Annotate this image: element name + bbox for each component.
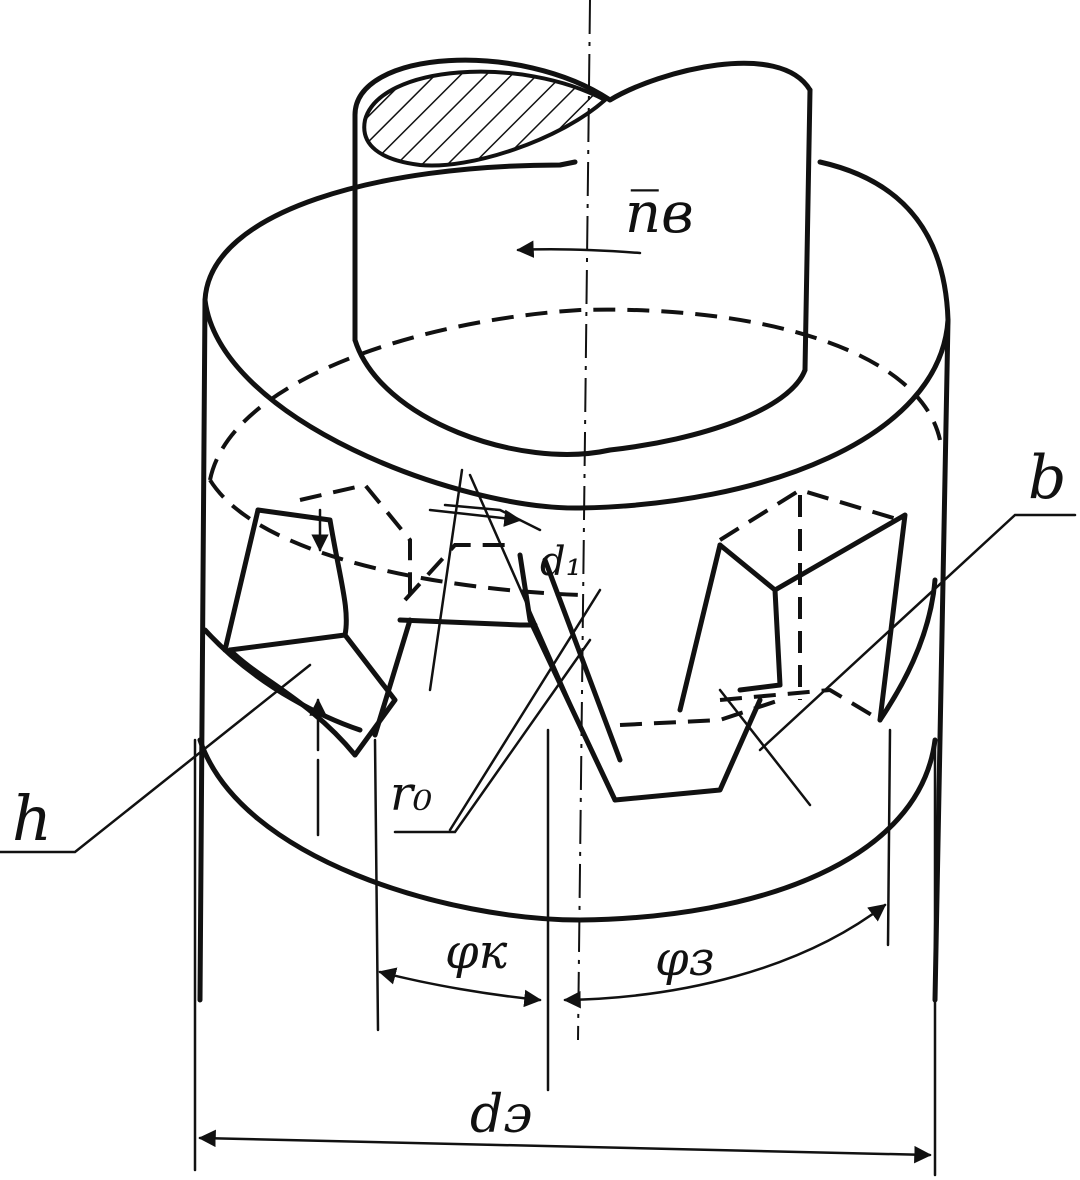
tooth-right — [677, 487, 908, 807]
angle-dimensions — [373, 728, 892, 1092]
leader-b — [758, 513, 1077, 752]
label-d-e: dэ — [470, 1085, 532, 1145]
center-axis — [577, 0, 591, 1041]
label-n-v: n̅в — [625, 181, 694, 246]
label-h: h — [12, 782, 52, 855]
tooth-left — [222, 482, 412, 837]
label-b: b — [1028, 443, 1066, 513]
groove-center — [372, 468, 781, 832]
label-d1: d₁ — [540, 539, 582, 585]
label-phi-z: φз — [655, 931, 715, 987]
label-phi-k: φк — [445, 924, 508, 980]
shaft — [352, 57, 813, 457]
shaft-section-hatch — [362, 69, 609, 168]
leader-r0 — [393, 638, 592, 834]
rotation-arrow — [516, 240, 642, 258]
diameter-dimension — [193, 738, 937, 1177]
leader-h — [0, 663, 312, 854]
label-r0: r₀ — [390, 766, 432, 822]
